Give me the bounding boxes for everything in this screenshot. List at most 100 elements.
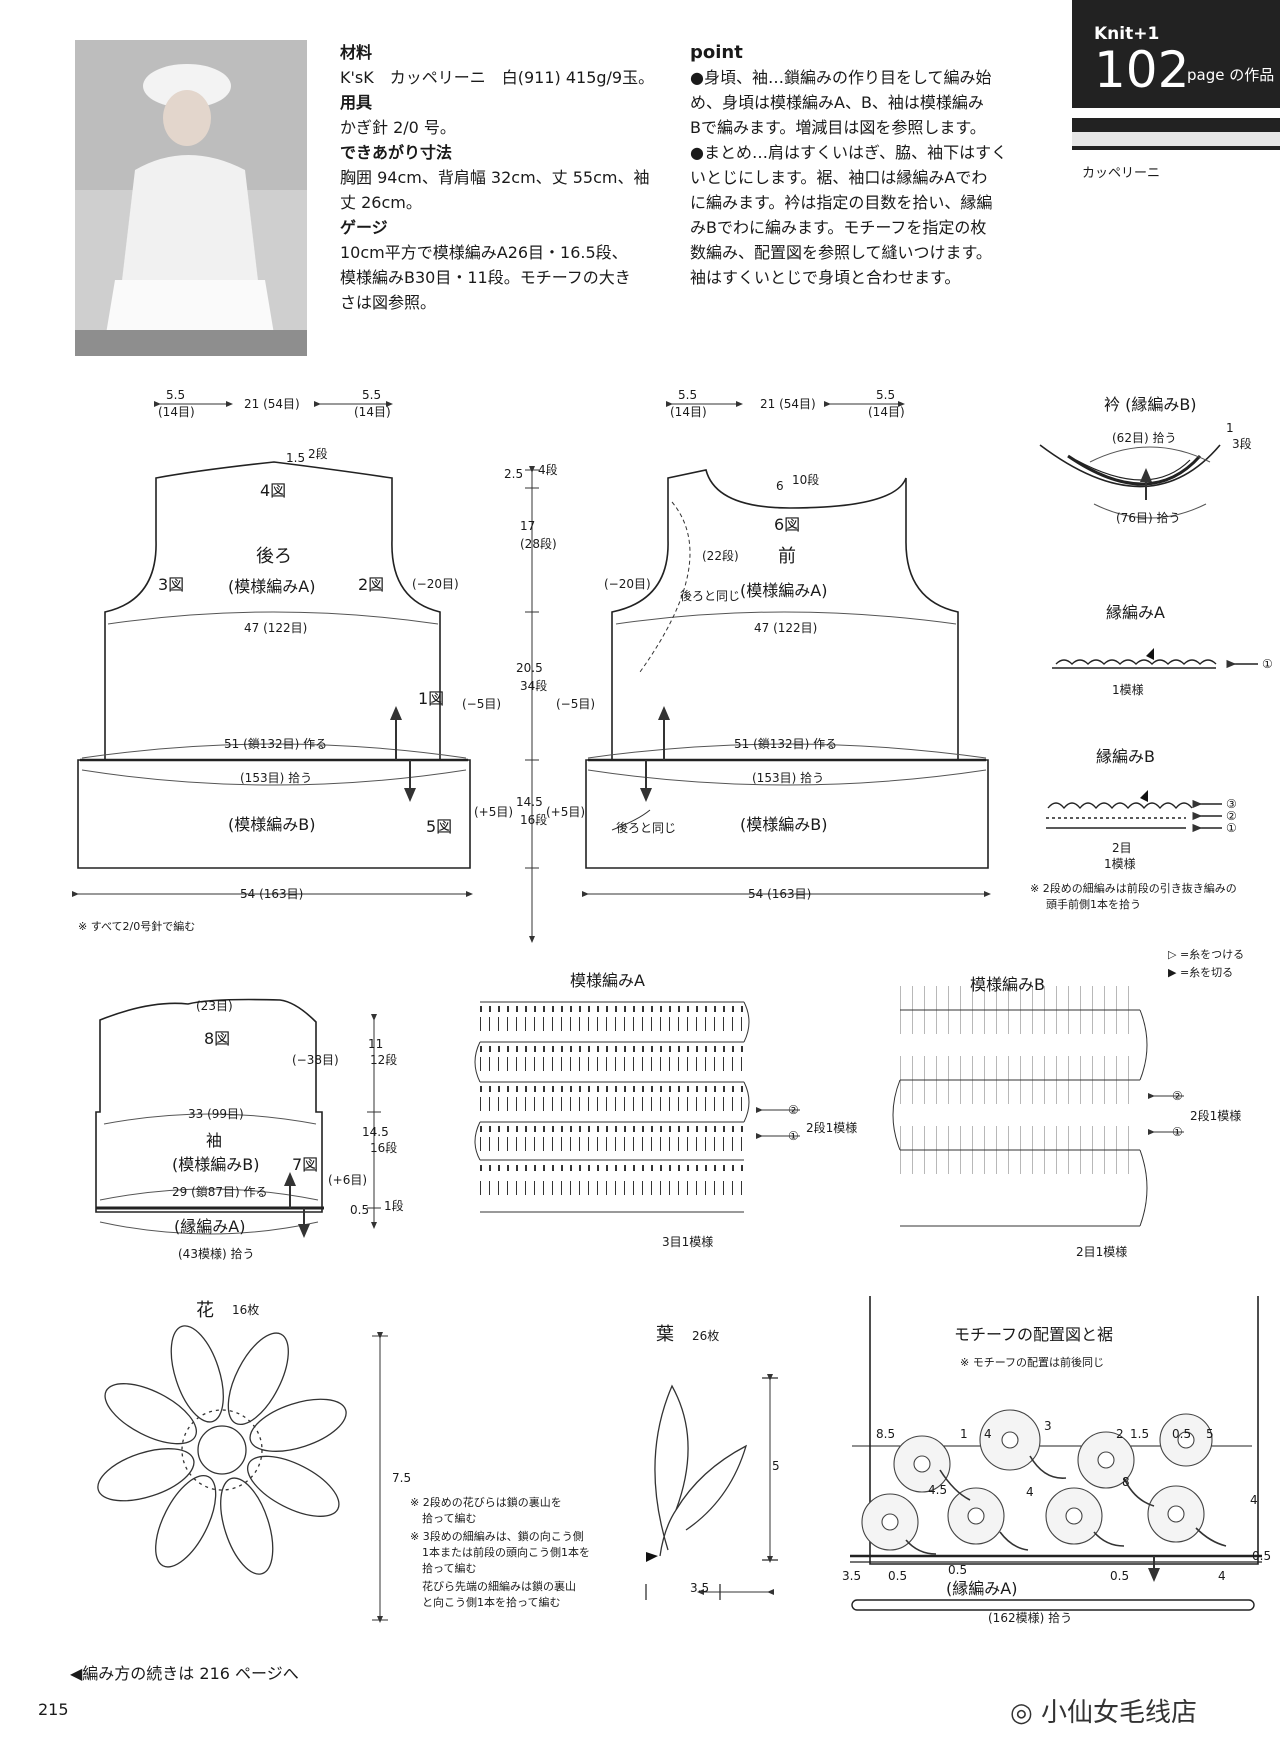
placement-d2: 2 (1116, 1427, 1124, 1441)
edge-b-row1: ① (1226, 821, 1237, 835)
pattern-a-title: 模様編みA (570, 971, 645, 990)
gauge-text-1: 10cm平方で模様編みA26目・16.5段、 (340, 243, 628, 262)
back-fig5: 5図 (426, 817, 452, 836)
edge-b-row2: ② (1226, 809, 1237, 823)
placement-motifs (861, 1409, 1213, 1551)
back-fig3: 3図 (158, 575, 184, 594)
front-neck6-rows: 10段 (792, 472, 819, 487)
point-block: point ●身頃、袖…鎖編みの作り目をして編み始 め、身頃は模様編みA、B、袖… (690, 40, 1020, 290)
front-top-right-st: (14目) (868, 405, 905, 419)
flower-chart (97, 1325, 347, 1575)
placement-d15: 1.5 (1130, 1427, 1149, 1441)
page-number: 215 (38, 1700, 69, 1719)
pattern-b-row1: ① (1172, 1125, 1183, 1139)
gauge-text-3: さは図参照。 (340, 293, 437, 312)
placement-d05b: 0.5 (888, 1569, 907, 1583)
point-line: 数編み、配置図を参照して縫いつけます。 (690, 243, 992, 262)
point-line: ●まとめ…肩はすくいはぎ、脇、袖下はすく (690, 143, 1008, 162)
front-neck6: 6 (776, 479, 784, 493)
collar-rows-r: 3段 (1232, 436, 1252, 451)
sleeve-pick43: (43模様) 拾う (178, 1246, 254, 1261)
flower-note3: ※ 3段めの細編みは、鎖の向こう側 (410, 1529, 584, 1543)
edge-a-title: 縁編みA (1106, 603, 1165, 622)
sleeve-v11: 11 (368, 1037, 383, 1051)
placement-d45: 4.5 (928, 1483, 947, 1497)
pattern-b-repeat-sts: 2目1模様 (1076, 1245, 1127, 1259)
front-pick153: (153目) 拾う (752, 770, 824, 785)
yarn-tag: カッペリーニ (1082, 166, 1161, 181)
back-side-dec: (−5目) (462, 697, 501, 711)
size-text-1: 胸囲 94cm、背肩幅 32cm、丈 55cm、袖 (340, 168, 650, 187)
front-pattern: (模様編みA) (740, 581, 827, 600)
tool-heading: 用具 (340, 93, 373, 112)
materials-block: 材料 K'sK カッペリーニ 白(911) 415g/9玉。 用具 かぎ針 2/… (340, 40, 670, 315)
gauge-text-2: 模様編みB30目・11段。モチーフの大き (340, 268, 631, 287)
flower-title: 花 (196, 1300, 214, 1321)
v-dim-1-rows: 4段 (538, 462, 558, 477)
legend-attach: ▷ =糸をつける (1168, 948, 1244, 961)
placement-d4c: 4 (1250, 1493, 1258, 1507)
leaf-height: 5 (772, 1459, 780, 1473)
edge-a-row: ① (1262, 657, 1273, 671)
edge-b-stitches: 2目 (1112, 841, 1132, 855)
placement-title: モチーフの配置図と裾 (954, 1325, 1113, 1344)
front-side-inc: (+5目) (546, 805, 585, 819)
placement-d35: 3.5 (842, 1569, 861, 1583)
front-top-left-st: (14目) (670, 405, 707, 419)
flower-note6: 花びら先端の細編みは鎖の裏山 (422, 1579, 576, 1593)
back-fig4: 4図 (260, 481, 286, 500)
v-dim-3-rows: 34段 (520, 678, 547, 693)
placement-d4a: 4 (984, 1427, 992, 1441)
front-top-mid: 21 (54目) (760, 397, 816, 411)
sleeve-edge: (縁編みA) (174, 1217, 245, 1236)
leaf-count: 26枚 (692, 1328, 719, 1343)
back-pick153: (153目) 拾う (240, 770, 312, 785)
note-all: ※ すべて2/0号針で編む (78, 919, 195, 933)
front-title: 前 (778, 546, 796, 567)
placement-d05d: 0.5 (1110, 1569, 1129, 1583)
v-dim-1: 2.5 (504, 467, 523, 481)
wechat-icon: ◎ (1010, 1698, 1041, 1728)
front-top-right: 5.5 (876, 388, 895, 402)
placement-d85: 8.5 (876, 1427, 895, 1441)
leaf-chart (645, 1377, 778, 1600)
back-pattern: (模様編みA) (228, 577, 315, 596)
point-line: みBでわに編みます。モチーフを指定の枚 (690, 218, 987, 237)
v-dim-2-rows: (28段) (520, 536, 557, 551)
shop-name: 小仙女毛线店 (1040, 1698, 1197, 1728)
v-dim-3: 20.5 (516, 661, 543, 675)
pattern-a-row2: ② (788, 1103, 799, 1117)
badge-page-suffix: page の作品 (1187, 66, 1275, 84)
pattern-b-repeat-rows: 2段1模様 (1190, 1108, 1241, 1123)
back-pattern-b: (模様編みB) (228, 815, 315, 834)
back-neck-dim: 1.5 (286, 451, 305, 465)
back-neck-rows: 2段 (308, 446, 328, 461)
edge-b-row3: ③ (1226, 797, 1237, 811)
back-body-outline (77, 461, 471, 869)
point-line: Bで編みます。増減目は図を参照します。 (690, 118, 986, 137)
placement-d05r: 0.5 (1252, 1549, 1271, 1563)
placement-note: ※ モチーフの配置は前後同じ (960, 1355, 1104, 1369)
pattern-a-repeat-rows: 2段1模様 (806, 1120, 857, 1135)
placement-pick162: (162模様) 拾う (988, 1610, 1072, 1625)
badge-bar-stripe (1072, 132, 1280, 146)
front-top-left: 5.5 (678, 388, 697, 402)
front-rows22: (22段) (702, 548, 739, 563)
size-text-2: 丈 26cm。 (340, 193, 422, 212)
v-dim-4-rows: 16段 (520, 812, 547, 827)
model-photo (75, 40, 307, 356)
pattern-b-chart (892, 986, 1148, 1227)
pattern-b-row2: ② (1172, 1089, 1183, 1103)
badge-page-number: 102 (1094, 41, 1190, 99)
point-line: いとじにします。裾、袖口は縁編みAでわ (690, 168, 988, 187)
collar-pick62: (62目) 拾う (1112, 430, 1176, 445)
sleeve-v14-rows: 16段 (370, 1140, 397, 1155)
placement-d1: 1 (960, 1427, 968, 1441)
back-fig2: 2図 (358, 575, 384, 594)
flower-note7: と向こう側1本を拾って編む (422, 1595, 560, 1609)
size-heading: できあがり寸法 (340, 143, 453, 162)
sleeve-inc6: (+6目) (328, 1173, 367, 1187)
yarn-heading: 材料 (340, 43, 373, 62)
placement-d5: 5 (1206, 1427, 1214, 1441)
